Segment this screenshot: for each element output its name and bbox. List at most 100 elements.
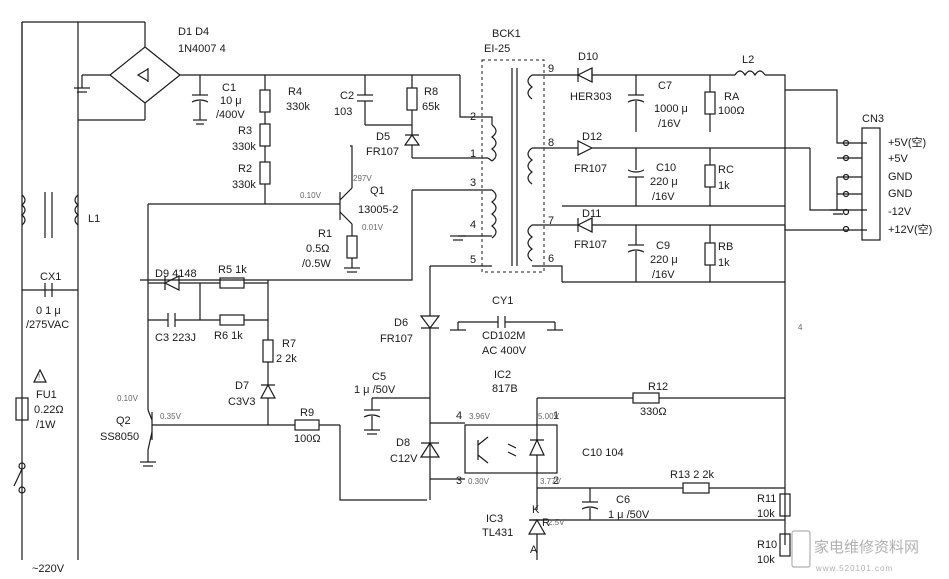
d8-value: C12V: [390, 453, 418, 465]
cy1-value: CD102M: [482, 330, 525, 342]
c3-label: C3 223J: [155, 332, 196, 344]
q1-value: 13005-2: [358, 204, 398, 216]
q2-label: Q2: [116, 415, 131, 427]
fu1-rating: /1W: [36, 419, 56, 431]
bridge-value: 1N4007 4: [178, 43, 226, 55]
rb-value: 1k: [718, 257, 730, 269]
c2-value: 103: [334, 106, 352, 118]
opto-pin2: 2: [553, 475, 559, 487]
c1-value: 10 μ: [220, 95, 242, 107]
d8-label: D8: [396, 437, 410, 449]
cy1-label: CY1: [492, 295, 513, 307]
d11-label: D11: [582, 208, 601, 220]
opto-pin1: 1: [553, 410, 559, 422]
cx1-value: 0 1 μ: [36, 305, 61, 317]
pin-1: 1: [470, 148, 476, 160]
c9-value: 220 μ: [650, 254, 678, 266]
watermark-url: www.520101.com: [815, 564, 893, 573]
pin-9: 9: [548, 63, 554, 75]
q2-value: SS8050: [100, 431, 139, 443]
ra-label: RA: [724, 91, 740, 103]
d10-value: HER303: [570, 91, 612, 103]
q1-label: Q1: [370, 185, 385, 197]
d12-label: D12: [582, 131, 602, 143]
r1-voltage: 0.01V: [362, 223, 384, 232]
c7-value: 1000 μ: [654, 103, 688, 115]
d6-label: D6: [394, 317, 408, 329]
r2-label: R2: [238, 163, 252, 175]
transformer-bck1: BCK1 EI-25 2 1 3 4 5 9 8 7 6: [140, 28, 578, 282]
r10-value: 10k: [757, 554, 775, 566]
fu1-label: FU1: [36, 389, 57, 401]
rc-value: 1k: [718, 180, 730, 192]
r13-label: R13 2 2k: [670, 469, 715, 481]
mains-input-section: L1 CX1 0 1 μ /275VAC ! FU1 0.22Ω /1W: [13, 22, 145, 575]
q2-control: D9 4148 R5 1k C3 223J R6 1k R7 2 2k D7 C…: [100, 204, 427, 501]
opto-pin2-voltage: 3.77V: [540, 477, 562, 486]
ic3-ref-voltage: 2.5V: [548, 518, 565, 527]
opto-pin3: 3: [456, 475, 462, 487]
c10-value: 220 μ: [650, 176, 678, 188]
ic3-label: IC3: [486, 513, 503, 525]
c1-label: C1: [222, 82, 236, 94]
c7-rating: /16V: [658, 118, 681, 130]
opto-pin4-voltage: 3.96V: [469, 412, 491, 421]
bridge-rectifier: D1 D4 1N4007 4: [22, 21, 460, 120]
svg-text:!: !: [38, 373, 40, 382]
cn3-pin5: -12V: [888, 206, 912, 218]
pin-7: 7: [548, 215, 554, 227]
r5-label: R5 1k: [218, 264, 247, 276]
r8-label: R8: [424, 86, 438, 98]
transistor-q1: Q1 13005-2 297V 0.10V R1 0.5Ω /0.5W 0.01…: [148, 158, 398, 273]
opto-pin3-voltage: 0.30V: [468, 477, 490, 486]
cn3-pin3: GND: [888, 171, 913, 183]
mains-label: ~220V: [32, 563, 65, 575]
d5-value: FR107: [366, 146, 399, 158]
c10-label: C10: [656, 162, 676, 174]
r11-value: 10k: [757, 508, 775, 520]
c6-label: C6: [616, 494, 630, 506]
ic2-label: IC2: [494, 369, 511, 381]
q1-base-voltage: 0.10V: [300, 191, 322, 200]
r11-label: R11: [757, 493, 776, 505]
opto-pin4: 4: [456, 410, 462, 422]
bridge-label: D1 D4: [178, 26, 209, 38]
output-12v: D11 FR107 C9 220 μ /16V RB 1k: [562, 208, 867, 283]
r4-value: 330k: [286, 101, 310, 113]
q2-base-voltage: 0.35V: [160, 412, 182, 421]
snubber: C2 103 R8 65k D5 FR107: [334, 75, 488, 159]
r1-rating: /0.5W: [302, 258, 331, 270]
watermark-logo: 家电维修资料网 www.520101.com: [791, 530, 919, 573]
power-switch: [13, 462, 26, 494]
l1-label: L1: [88, 213, 100, 225]
r4-label: R4: [288, 86, 302, 98]
c1-rating: /400V: [216, 109, 245, 121]
r1-label: R1: [318, 228, 332, 240]
d6-value: FR107: [380, 333, 413, 345]
c10b-label: C10 104: [582, 447, 624, 459]
capacitor-c1: C1 10 μ /400V: [191, 75, 245, 125]
ic2-value: 817B: [492, 383, 518, 395]
cn3-pin2: +5V: [888, 153, 909, 165]
ic3-value: TL431: [482, 527, 513, 539]
cx1-rating: /275VAC: [26, 319, 69, 331]
connector-cn3: CN3 +5V(空) +5V GND GND -12V +12V(空): [830, 113, 932, 241]
c9-rating: /16V: [652, 269, 675, 281]
pin-6: 6: [548, 253, 554, 265]
r8-value: 65k: [422, 101, 440, 113]
r7-label: R7: [282, 338, 296, 350]
fu1-value: 0.22Ω: [34, 404, 64, 416]
cx1-label: CX1: [40, 271, 61, 283]
c2-label: C2: [340, 90, 354, 102]
d7-label: D7: [235, 380, 249, 392]
c10-rating: /16V: [652, 191, 675, 203]
c7-label: C7: [658, 80, 672, 92]
pin-4: 4: [470, 219, 476, 231]
bck1-type: EI-25: [484, 43, 510, 55]
feedback-network: R12 330Ω R13 2 2k C6 1 μ /50V IC3 TL431 …: [482, 323, 803, 566]
d9-label: D9 4148: [155, 268, 197, 280]
r12-label: R12: [648, 381, 668, 393]
watermark-text: 家电维修资料网: [814, 539, 919, 556]
r2-value: 330k: [232, 179, 256, 191]
